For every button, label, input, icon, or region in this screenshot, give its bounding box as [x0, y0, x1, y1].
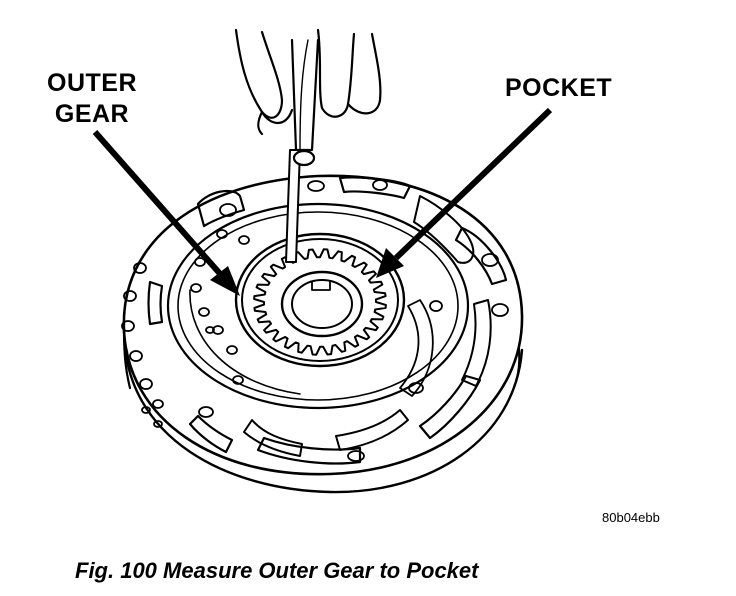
outer-gear-label-line2: GEAR	[54, 100, 130, 128]
outer-gear-arrowhead	[210, 266, 240, 296]
feeler-gauge	[285, 38, 320, 263]
callout-arrows	[92, 107, 553, 278]
pump-hub	[280, 270, 364, 338]
figure-caption: Fig. 100 Measure Outer Gear to Pocket	[75, 558, 479, 583]
outer-gear	[234, 232, 406, 368]
pocket-label: POCKET	[505, 74, 613, 102]
hand-fingers	[234, 28, 382, 136]
outer-gear-label-line1: OUTER	[47, 69, 137, 97]
outer-gear-label: OUTER GEAR	[37, 68, 147, 130]
gear-pocket-recess	[166, 202, 470, 410]
figure-code: 80b04ebb	[602, 510, 660, 525]
pocket-arrowhead	[376, 248, 404, 278]
